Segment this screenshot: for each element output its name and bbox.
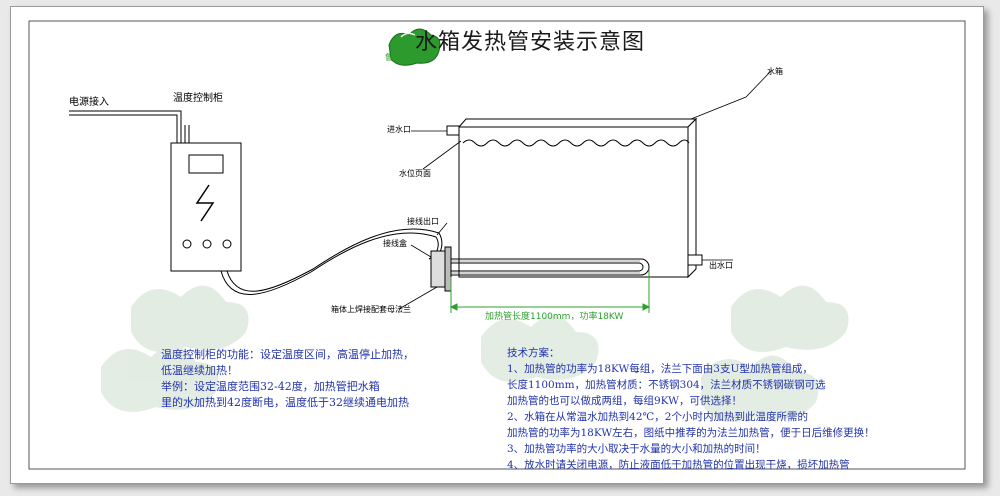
heater-assembly (430, 246, 650, 292)
controller-notes: 温度控制柜的功能：设定温度区间，高温停止加热， 低温继续加热！ 举例：设定温度范… (161, 347, 414, 411)
heater-dimension-label: 加热管长度1100mm，功率18KW (485, 312, 624, 322)
drawing-frame: 水箱发热管安装示意图 鲁精科技 电源接入 温度控制柜 水箱 进水口 水位页面 接… (10, 6, 984, 484)
tech-line: 长度1100mm，加热管材质：不锈钢304，法兰材质不锈钢碳钢可选 (507, 379, 826, 391)
water-surface (462, 139, 690, 147)
tech-line: 4、放水时请关闭电源，防止液面低于加热管的位置出现干烧，损坏加热管 (507, 459, 850, 471)
heater-dimension-line (449, 269, 651, 313)
controller-note-line: 温度控制柜的功能：设定温度区间，高温停止加热， (161, 348, 414, 361)
controller-note-line: 里的水加热到42度断电，温度低于32继续通电加热 (161, 396, 409, 409)
water-inlet-pipe (446, 125, 460, 136)
controller-display (188, 154, 224, 174)
controller-note-line: 举例：设定温度范围32-42度，加热管把水箱 (161, 380, 380, 393)
water-outlet-pipe (687, 254, 703, 266)
lightning-icon (195, 184, 215, 222)
tech-heading: 技术方案： (507, 347, 560, 359)
knob-2 (202, 239, 212, 249)
label-tank: 水箱 (767, 67, 783, 76)
knob-1 (182, 239, 192, 249)
logo-text: 鲁精科技 (385, 53, 417, 62)
heater-cable (220, 228, 443, 295)
flange (444, 246, 452, 292)
label-wire-outlet: 接线出口 (407, 217, 439, 226)
controller-cabinet (170, 142, 242, 272)
label-water-outlet: 出水口 (709, 261, 733, 270)
junction-box (430, 250, 446, 288)
diagram-canvas (28, 20, 966, 470)
label-controller: 温度控制柜 (173, 93, 223, 104)
water-tank (457, 117, 698, 279)
tech-notes: 技术方案： 1、加热管的功率为18KW每组，法兰下面由3支U型加热管组成， 长度… (507, 345, 875, 473)
tech-line: 1、加热管的功率为18KW每组，法兰下面由3支U型加热管组成， (507, 363, 813, 375)
label-water-inlet: 进水口 (387, 125, 411, 134)
knob-3 (222, 239, 232, 249)
leader-lines (398, 70, 772, 310)
inner-border (28, 20, 966, 470)
power-wires (69, 110, 190, 143)
controller-note-line: 低温继续加热！ (161, 364, 238, 377)
watermark-logos (101, 285, 849, 422)
tech-line: 2、水箱在从常温水加热到42℃，2个小时内加热到此温度所需的 (507, 411, 808, 423)
label-power-in: 电源接入 (69, 97, 109, 108)
tech-line: 加热管的也可以做成两组，每组9KW，可供选择！ (507, 395, 742, 407)
label-water-level: 水位页面 (399, 169, 431, 178)
tech-line: 加热管的功率为18KW左右，图纸中推荐的为法兰加热管，便于日后维修更换！ (507, 427, 875, 439)
page-title: 水箱发热管安装示意图 (415, 30, 646, 55)
label-junction-box: 接线盒 (383, 239, 407, 248)
tech-line: 3、加热管功率的大小取决于水量的大小和加热的时间！ (507, 443, 766, 455)
logo-icon (388, 28, 441, 66)
label-flange-note: 箱体上焊接配套母法兰 (331, 305, 411, 314)
